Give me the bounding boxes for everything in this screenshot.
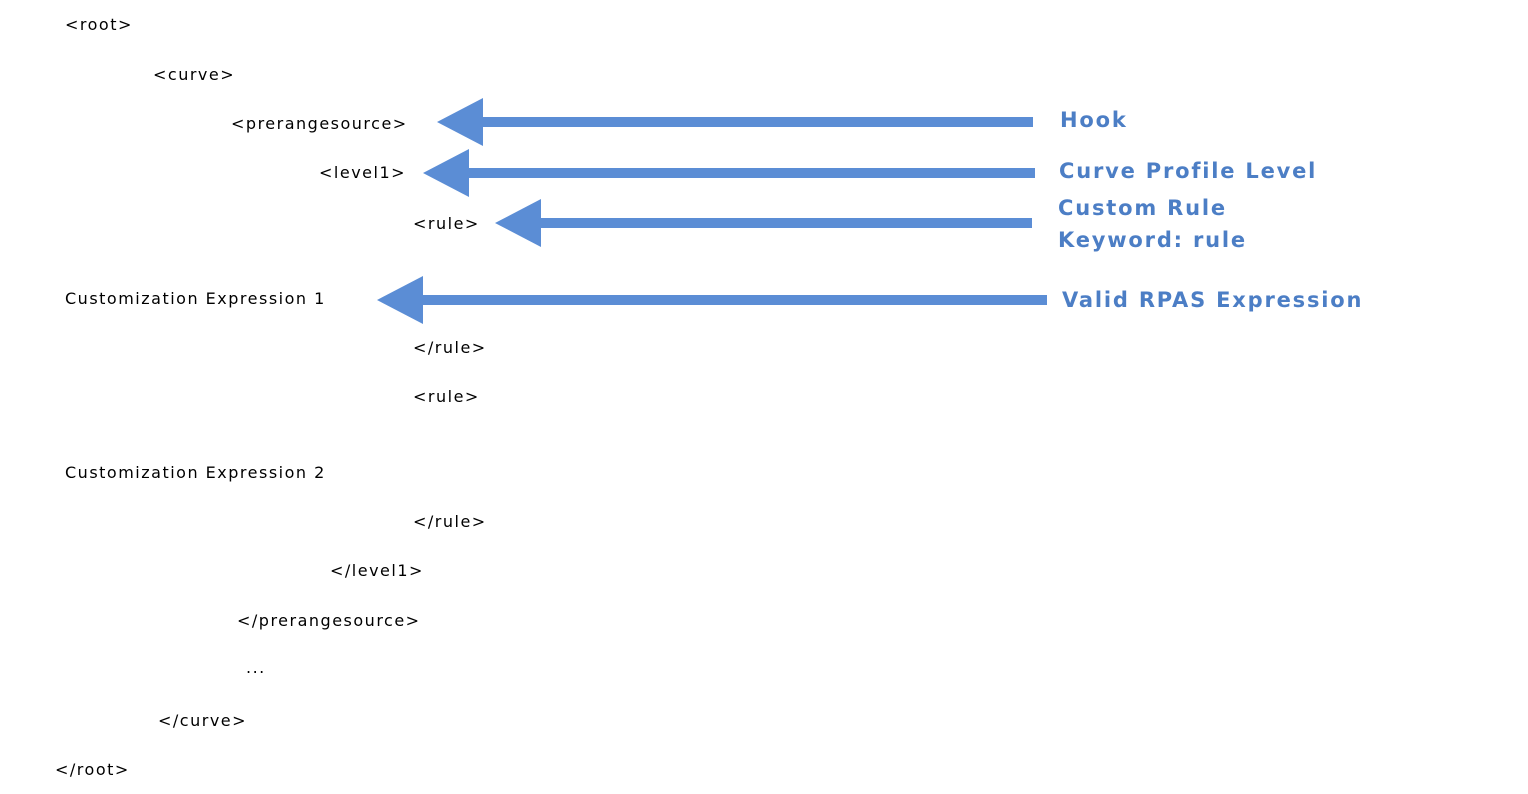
label-curve-profile-level: Curve Profile Level <box>1059 159 1318 183</box>
xml-line-root-close: </root> <box>55 760 130 779</box>
left-arrow-head-icon <box>437 98 483 146</box>
label-keyword-rule: Keyword: rule <box>1058 228 1247 252</box>
text-customization-expression-1: Customization Expression 1 <box>65 289 326 308</box>
xml-line-level1-open: <level1> <box>319 163 407 182</box>
xml-line-ellipsis: ... <box>246 658 266 677</box>
xml-line-level1-close: </level1> <box>330 561 424 580</box>
arrow-shaft <box>469 168 1035 178</box>
arrow-shaft <box>541 218 1032 228</box>
annotation-arrow-valid-rpas-expression <box>377 276 1047 324</box>
left-arrow-head-icon <box>377 276 423 324</box>
annotation-arrow-hook <box>437 98 1033 146</box>
label-custom-rule: Custom Rule <box>1058 196 1227 220</box>
xml-line-rule-open-2: <rule> <box>413 387 480 406</box>
xml-line-curve-open: <curve> <box>153 65 236 84</box>
annotation-arrow-custom-rule <box>495 199 1032 247</box>
xml-line-prerangesource-open: <prerangesource> <box>231 114 408 133</box>
xml-line-rule-close-2: </rule> <box>413 512 487 531</box>
text-customization-expression-2: Customization Expression 2 <box>65 463 326 482</box>
arrow-shaft <box>423 295 1047 305</box>
left-arrow-head-icon <box>423 149 469 197</box>
xml-line-curve-close: </curve> <box>158 711 248 730</box>
arrow-shaft <box>483 117 1033 127</box>
annotation-arrow-curve-profile-level <box>423 149 1035 197</box>
xml-line-rule-open-1: <rule> <box>413 214 480 233</box>
label-valid-rpas-expression: Valid RPAS Expression <box>1062 288 1364 312</box>
xml-line-rule-close-1: </rule> <box>413 338 487 357</box>
xml-line-prerangesource-close: </prerangesource> <box>237 611 421 630</box>
label-hook: Hook <box>1060 108 1128 132</box>
left-arrow-head-icon <box>495 199 541 247</box>
xml-line-root-open: <root> <box>65 15 133 34</box>
